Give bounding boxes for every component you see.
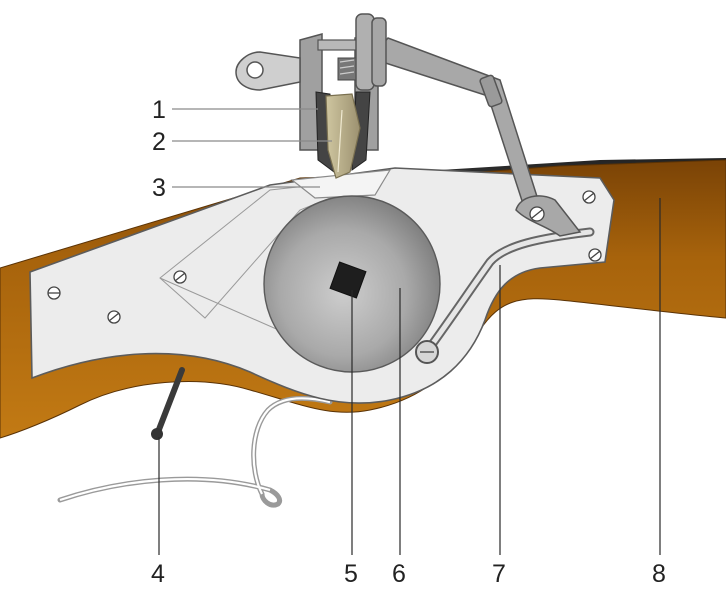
screw <box>47 286 61 300</box>
screw <box>588 248 602 262</box>
dog-spring-foot <box>515 195 582 237</box>
label-1: 1 <box>152 96 166 124</box>
pan <box>290 169 392 199</box>
screw <box>107 310 121 324</box>
label-7: 7 <box>492 560 506 588</box>
trigger <box>155 367 185 435</box>
screw <box>582 190 596 204</box>
label-3: 3 <box>152 174 166 202</box>
dog-crossbar <box>317 39 361 51</box>
dog-eye <box>235 51 301 91</box>
trigger-knob <box>151 428 163 440</box>
label-2: 2 <box>152 128 166 156</box>
label-6: 6 <box>392 560 406 588</box>
spindle-square <box>329 261 367 299</box>
label-5: 5 <box>344 560 358 588</box>
pyrite <box>325 93 361 179</box>
label-4: 4 <box>151 560 165 588</box>
label-8: 8 <box>652 560 666 588</box>
screw <box>173 270 187 284</box>
